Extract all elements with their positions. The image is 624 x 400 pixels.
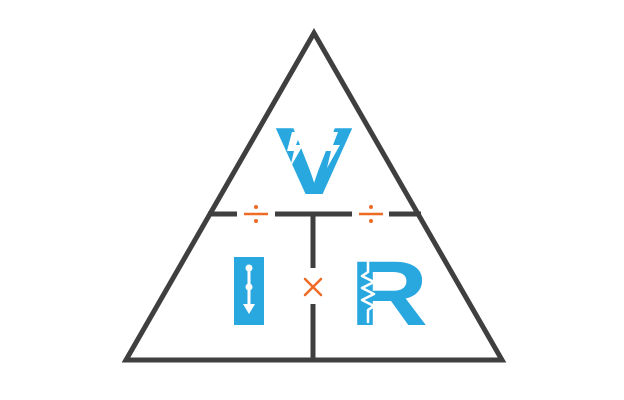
resistance-letter-text: R: [350, 243, 428, 345]
voltage-letter-text: V: [275, 108, 353, 215]
resistor-zigzag-icon: [360, 258, 376, 324]
divide-sign-right: [359, 205, 383, 223]
current-arrow-icon: [243, 264, 255, 314]
divide-sign-left: [244, 205, 268, 223]
voltage-letter: V: [275, 108, 353, 215]
lightning-bolt-icon: [287, 132, 340, 168]
multiply-sign: [303, 277, 323, 297]
resistance-letter: R: [350, 243, 428, 345]
current-letter: I: [234, 257, 264, 325]
